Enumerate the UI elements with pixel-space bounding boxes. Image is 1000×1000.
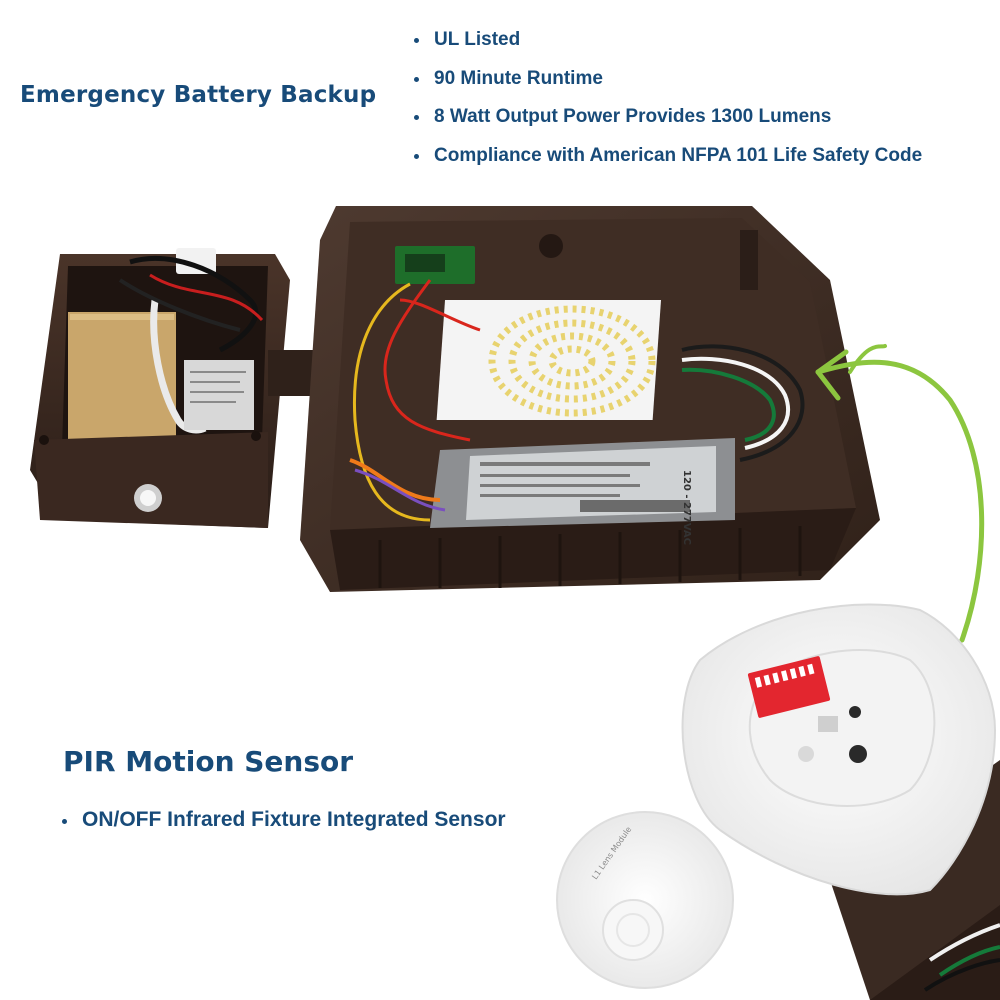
conduit-nipple xyxy=(268,350,316,396)
sensor-potentiometer xyxy=(849,745,867,763)
battery-box xyxy=(30,248,316,528)
list-item: Compliance with American NFPA 101 Life S… xyxy=(414,145,922,184)
pir-lens xyxy=(602,899,664,961)
curved-arrow-icon xyxy=(815,344,985,643)
wiring xyxy=(349,279,805,522)
pir-sensor-body xyxy=(681,603,997,896)
sensor-feature-list: ON/OFF Infrared Fixture Integrated Senso… xyxy=(62,809,506,848)
list-item: 8 Watt Output Power Provides 1300 Lumens xyxy=(414,106,922,145)
lens-module: L1 Lens Module xyxy=(556,811,734,989)
list-item: ON/OFF Infrared Fixture Integrated Senso… xyxy=(62,809,506,848)
knockout-plug xyxy=(539,234,563,258)
driver-voltage-label: 120 - 277VAC xyxy=(681,470,692,545)
list-item: 90 Minute Runtime xyxy=(414,68,922,107)
battery-feature-list: UL Listed 90 Minute Runtime 8 Watt Outpu… xyxy=(414,29,922,183)
emergency-driver: 120 - 277VAC xyxy=(430,438,735,545)
pir-sensor-heading: PIR Motion Sensor xyxy=(63,745,354,778)
battery-backup-heading: Emergency Battery Backup xyxy=(20,82,377,108)
led-board xyxy=(436,300,662,420)
list-item: UL Listed xyxy=(414,29,922,68)
battery-label xyxy=(184,360,254,430)
